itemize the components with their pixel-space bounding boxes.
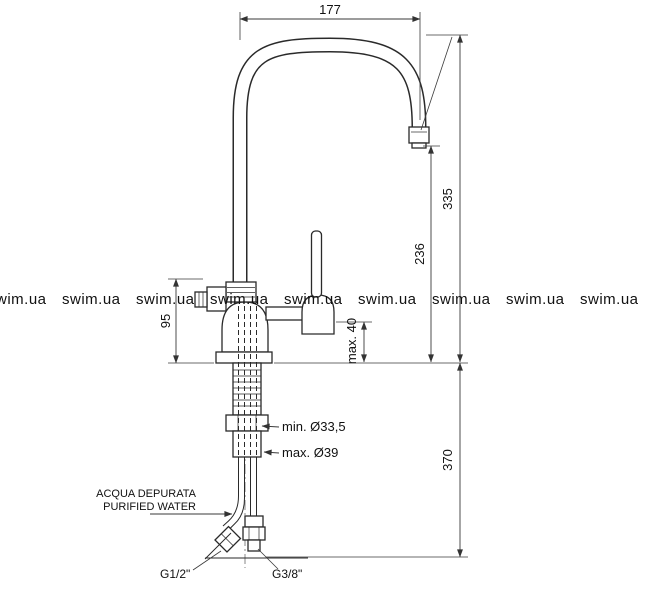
watermark-text: swim.ua [432, 291, 491, 308]
spout-fill [234, 38, 425, 290]
dim-label-min-diameter: min. Ø33,5 [282, 419, 346, 434]
fitting-g12 [204, 525, 242, 560]
watermark-row: swim.ua swim.ua swim.ua swim.ua swim.ua … [0, 291, 639, 308]
hidden-hose-lines [238, 306, 257, 457]
watermark-text: swim.ua [210, 291, 269, 308]
watermark-text: swim.ua [506, 291, 565, 308]
lever-handle [310, 230, 323, 298]
watermark-text: swim.ua [358, 291, 417, 308]
dim-label-95: 95 [158, 314, 173, 328]
dim-label-max-diameter: max. Ø39 [282, 445, 338, 460]
dimension-annotations: 177 335 236 95 max. 40 370 min. Ø33,5 ma… [96, 2, 468, 581]
dim-label-max40: max. 40 [344, 318, 359, 364]
dim-label-236: 236 [412, 243, 427, 265]
dim-label-335: 335 [440, 188, 455, 210]
handle-arm [265, 306, 304, 321]
faucet-drawing [194, 37, 430, 568]
leader-max-diameter [263, 449, 280, 456]
leader-min-diameter [261, 423, 280, 430]
leader-g38 [257, 548, 279, 570]
left-connector [194, 286, 227, 312]
fitting-label-g12: G1/2" [160, 567, 190, 581]
spout-aerator [408, 126, 430, 149]
fitting-label-g38: G3/8" [272, 567, 302, 581]
riser-nut [225, 281, 257, 303]
leader-g12 [192, 550, 222, 571]
spout-outline [232, 37, 427, 290]
purified-water-label-line2: PURIFIED WATER [103, 501, 196, 513]
flexible-hoses [222, 457, 257, 530]
fitting-g38 [242, 515, 266, 552]
dim-label-370: 370 [440, 449, 455, 471]
watermark-text: swim.ua [62, 291, 121, 308]
dim-label-177: 177 [319, 2, 341, 17]
watermark-text: swim.ua [0, 291, 47, 308]
watermark-text: swim.ua [136, 291, 195, 308]
threaded-shank [225, 362, 269, 458]
purified-water-label-line1: ACQUA DEPURATA [96, 488, 196, 500]
watermark-text: swim.ua [580, 291, 639, 308]
watermark-text: swim.ua [284, 291, 343, 308]
mounting-nut [225, 414, 269, 432]
